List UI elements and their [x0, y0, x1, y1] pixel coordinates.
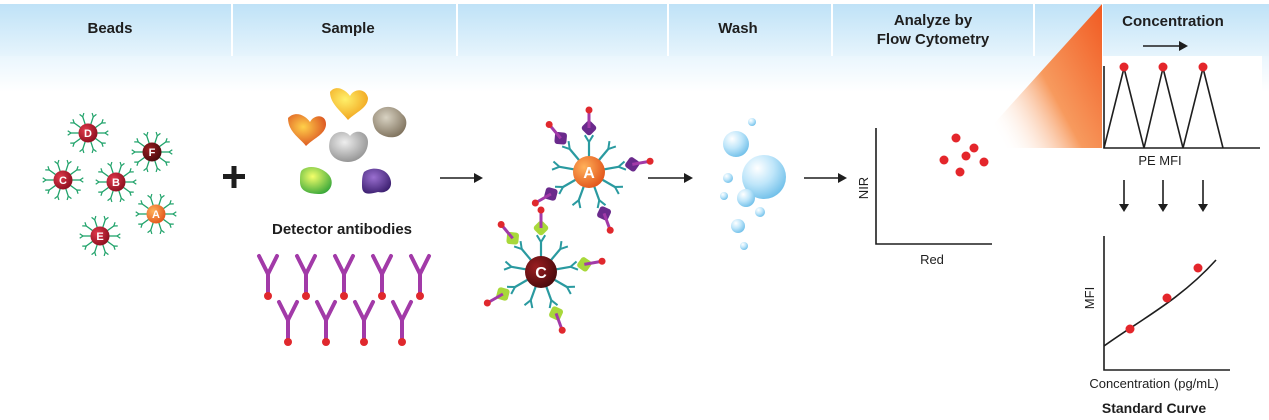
- antibody-icon: [333, 254, 355, 300]
- analyte-orange: [288, 114, 326, 146]
- step-title-analyze-line2: Flow Cytometry: [877, 31, 990, 48]
- analyte-grey: [329, 131, 368, 162]
- step-title-concentration: Concentration: [1122, 13, 1224, 30]
- bead-set: D F C B A E: [42, 112, 177, 257]
- analyte-green: [300, 167, 332, 194]
- arrow-down-icon: [1119, 180, 1129, 212]
- arrow-down-icon: [1158, 180, 1168, 212]
- arrow-down-icon: [1198, 180, 1208, 212]
- standard-curve-axes: [1103, 236, 1230, 371]
- flow-plot-x-label: Red: [920, 252, 944, 267]
- detector-antibodies-label: Detector antibodies: [272, 221, 412, 238]
- complex-a: A: [531, 106, 654, 234]
- flow-cytometry-plot: NIR Red: [856, 128, 992, 267]
- bead: A: [135, 193, 177, 235]
- wash-bubbles: [720, 118, 786, 250]
- arrow-icon: [1143, 41, 1188, 51]
- antibody-icon: [409, 254, 431, 300]
- peak-dot: [1198, 62, 1208, 72]
- bubble: [731, 219, 745, 233]
- bubble: [748, 118, 756, 126]
- event-dot: [939, 155, 949, 165]
- complex-label: A: [583, 165, 595, 182]
- arrow-icon: [440, 173, 483, 183]
- bubble: [723, 173, 733, 183]
- magnify-funnel: [972, 4, 1102, 148]
- standard-point: [1125, 324, 1135, 334]
- bead-label: C: [59, 175, 67, 187]
- arrow-icon: [648, 173, 693, 183]
- antibody-icon: [371, 254, 393, 300]
- flow-plot-y-label: NIR: [856, 177, 871, 199]
- bead: D: [67, 112, 109, 154]
- bead-label: F: [149, 147, 156, 159]
- peak-dot: [1119, 62, 1129, 72]
- bead-core: [53, 170, 73, 190]
- bead: B: [95, 161, 137, 203]
- bubble: [740, 242, 748, 250]
- event-dot: [961, 151, 971, 161]
- event-dot: [955, 167, 965, 177]
- bead-core: [106, 172, 126, 192]
- bead-core: [142, 142, 162, 162]
- histogram-panel: [1102, 56, 1262, 148]
- standard-curve-caption: Standard Curve: [1102, 400, 1206, 416]
- antibody-icon: [315, 300, 337, 346]
- header-band: [0, 4, 1269, 56]
- flow-plot-axes: [875, 128, 992, 245]
- bubble: [755, 207, 765, 217]
- detector-antibody-array: [257, 254, 431, 346]
- bead-label: A: [152, 209, 160, 221]
- bubble: [723, 131, 749, 157]
- antibody-icon: [391, 300, 413, 346]
- bead: C: [42, 159, 84, 201]
- step-title-sample: Sample: [321, 20, 374, 37]
- plus-icon: [223, 166, 245, 188]
- step-title-analyze-line1: Analyze by: [894, 12, 973, 29]
- step-title-beads: Beads: [87, 20, 132, 37]
- bead: F: [131, 131, 173, 173]
- peak-dot: [1158, 62, 1168, 72]
- bead-label: D: [84, 128, 92, 140]
- antibody-icon: [277, 300, 299, 346]
- event-dot: [951, 133, 961, 143]
- pe-mfi-histogram: PE MFI: [1102, 56, 1262, 168]
- standard-point: [1193, 263, 1203, 273]
- bubble: [737, 189, 755, 207]
- sample-analytes: [288, 88, 407, 194]
- histogram-x-label: PE MFI: [1138, 153, 1181, 168]
- complex-c: C: [483, 206, 606, 334]
- bubble: [720, 192, 728, 200]
- bead-core: [78, 123, 98, 143]
- antibody-icon: [257, 254, 279, 300]
- step-title-wash: Wash: [718, 20, 757, 37]
- bead: E: [79, 215, 121, 257]
- antibody-icon: [295, 254, 317, 300]
- step-titles: Beads Sample Wash Analyze by Flow Cytome…: [87, 12, 1223, 48]
- bead-core: [90, 226, 110, 246]
- analyte-brown: [372, 106, 407, 138]
- standard-curve-y-label: MFI: [1082, 287, 1097, 309]
- standard-curve-plot: MFI Concentration (pg/mL) Standard Curve: [1082, 236, 1230, 416]
- standard-point: [1162, 293, 1172, 303]
- arrow-icon: [804, 173, 847, 183]
- standard-curve-x-label: Concentration (pg/mL): [1089, 376, 1218, 391]
- process-arrows: [440, 41, 1208, 212]
- bead-label: B: [112, 177, 120, 189]
- complex-label: C: [535, 265, 547, 282]
- event-dot: [969, 143, 979, 153]
- analyte-purple: [362, 168, 392, 194]
- bubble: [742, 155, 786, 199]
- event-dot: [979, 157, 989, 167]
- antibody-icon: [353, 300, 375, 346]
- bead-core: [146, 204, 166, 224]
- standard-curve-line: [1103, 259, 1217, 347]
- analyte-yellow: [330, 88, 368, 120]
- bead-label: E: [96, 231, 103, 243]
- bead-analyte-complexes: AC: [483, 106, 654, 334]
